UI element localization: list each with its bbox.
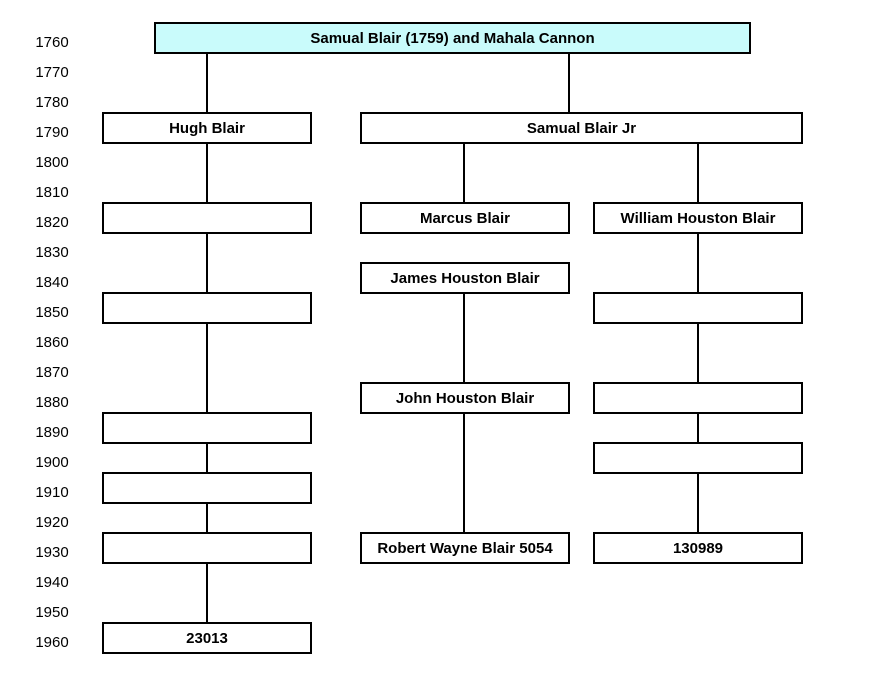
- person-box-samual-jr: Samual Blair Jr: [360, 112, 803, 144]
- person-box-kit-130989: 130989: [593, 532, 803, 564]
- person-box-john: John Houston Blair: [360, 382, 570, 414]
- year-label: 1800: [35, 154, 69, 171]
- year-label: 1870: [35, 364, 69, 381]
- person-box-william: William Houston Blair: [593, 202, 803, 234]
- connector-line: [206, 442, 208, 474]
- connector-line: [206, 562, 208, 624]
- person-box-hugh: Hugh Blair: [102, 112, 312, 144]
- person-box-root: Samual Blair (1759) and Mahala Cannon: [154, 22, 751, 54]
- connector-line: [697, 322, 699, 384]
- year-label: 1880: [35, 394, 69, 411]
- connector-line: [463, 412, 465, 534]
- year-label: 1950: [35, 604, 69, 621]
- connector-line: [697, 472, 699, 534]
- person-box-blank: [102, 532, 312, 564]
- person-box-blank: [593, 292, 803, 324]
- person-box-blank: [102, 412, 312, 444]
- year-label: 1900: [35, 454, 69, 471]
- year-label: 1960: [35, 634, 69, 651]
- year-label: 1790: [35, 124, 69, 141]
- year-label: 1850: [35, 304, 69, 321]
- year-label: 1920: [35, 514, 69, 531]
- person-box-kit-23013: 23013: [102, 622, 312, 654]
- person-box-marcus: Marcus Blair: [360, 202, 570, 234]
- year-label: 1840: [35, 274, 69, 291]
- year-label: 1830: [35, 244, 69, 261]
- person-box-robert: Robert Wayne Blair 5054: [360, 532, 570, 564]
- person-box-blank: [102, 292, 312, 324]
- year-label: 1940: [35, 574, 69, 591]
- connector-line: [206, 52, 208, 114]
- year-label: 1780: [35, 94, 69, 111]
- year-label: 1760: [35, 34, 69, 51]
- connector-line: [206, 502, 208, 534]
- year-label: 1890: [35, 424, 69, 441]
- connector-line: [697, 412, 699, 444]
- connector-line: [697, 232, 699, 294]
- year-label: 1810: [35, 184, 69, 201]
- connector-line: [206, 142, 208, 204]
- connector-line: [568, 52, 570, 114]
- year-label: 1770: [35, 64, 69, 81]
- person-box-blank: [593, 382, 803, 414]
- connector-line: [697, 142, 699, 204]
- connector-line: [463, 292, 465, 384]
- year-label: 1820: [35, 214, 69, 231]
- person-box-blank: [102, 472, 312, 504]
- person-box-blank: [102, 202, 312, 234]
- person-box-blank: [593, 442, 803, 474]
- year-label: 1910: [35, 484, 69, 501]
- connector-line: [206, 322, 208, 414]
- connector-line: [206, 232, 208, 294]
- year-label: 1860: [35, 334, 69, 351]
- connector-line: [463, 142, 465, 204]
- person-box-james: James Houston Blair: [360, 262, 570, 294]
- year-label: 1930: [35, 544, 69, 561]
